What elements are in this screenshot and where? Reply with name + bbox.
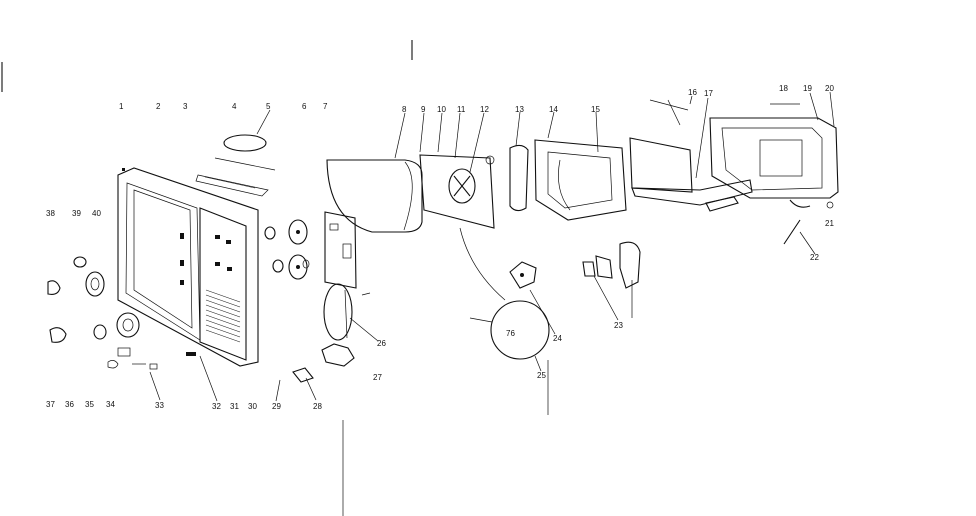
label-4: 4 (232, 102, 237, 111)
label-16: 16 (688, 88, 697, 97)
svg-text:76: 76 (506, 329, 515, 338)
label-34: 34 (106, 400, 115, 409)
label-21: 21 (825, 219, 834, 228)
label-24: 24 (553, 334, 562, 343)
label-32: 32 (212, 402, 221, 411)
label-30: 30 (248, 402, 257, 411)
label-38: 38 (46, 209, 55, 218)
front-cabinet (117, 167, 259, 367)
label-27: 27 (373, 373, 382, 382)
picture-tube (326, 154, 495, 233)
label-15: 15 (591, 105, 600, 114)
label-19: 19 (803, 84, 812, 93)
label-33: 33 (155, 401, 164, 410)
label-1: 1 (119, 102, 124, 111)
top-trim-parts (122, 134, 276, 197)
label-37: 37 (46, 400, 55, 409)
label-13: 13 (515, 105, 524, 114)
label-25: 25 (537, 371, 546, 380)
label-8: 8 (402, 105, 407, 114)
label-17: 17 (704, 89, 713, 98)
label-35: 35 (85, 400, 94, 409)
label-12: 12 (480, 105, 489, 114)
label-3: 3 (183, 102, 188, 111)
label-20: 20 (825, 84, 834, 93)
chassis-frame (509, 99, 753, 221)
label-5: 5 (266, 102, 271, 111)
control-knobs (47, 256, 158, 370)
label-23: 23 (614, 321, 623, 330)
speaker-assembly: 76 (459, 227, 550, 360)
label-39: 39 (72, 209, 81, 218)
label-36: 36 (65, 400, 74, 409)
label-22: 22 (810, 253, 819, 262)
label-18: 18 (779, 84, 788, 93)
part-number-labels: 1 2 3 4 5 6 7 8 9 10 11 12 13 14 15 16 1… (46, 84, 834, 411)
label-2: 2 (156, 102, 161, 111)
tuner-knobs (264, 219, 310, 280)
label-14: 14 (549, 105, 558, 114)
scan-edge-marks (1, 40, 549, 516)
label-7: 7 (323, 102, 328, 111)
label-40: 40 (92, 209, 101, 218)
label-29: 29 (272, 402, 281, 411)
label-11: 11 (457, 105, 466, 114)
label-28: 28 (313, 402, 322, 411)
rear-cabinet (709, 103, 839, 245)
label-10: 10 (437, 105, 446, 114)
speaker-grille (205, 289, 241, 343)
leader-lines (149, 91, 835, 402)
label-31: 31 (230, 402, 239, 411)
label-9: 9 (421, 105, 426, 114)
small-brackets (582, 201, 834, 318)
label-6: 6 (302, 102, 307, 111)
label-26: 26 (377, 339, 386, 348)
tuner-bracket (292, 211, 371, 383)
